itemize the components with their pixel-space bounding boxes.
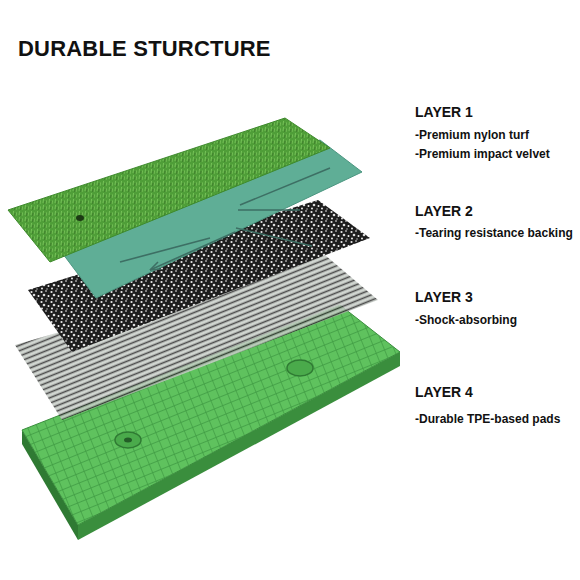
turf-layer	[8, 118, 330, 262]
diagram-title: DURABLE STURCTURE	[18, 36, 271, 62]
layer-heading: LAYER 3	[415, 289, 473, 305]
layer-heading: LAYER 2	[415, 203, 473, 219]
layer-feature: -Shock-absorbing	[415, 313, 517, 327]
layer-feature: -Premium impact velvet	[415, 147, 550, 161]
layer-feature: -Durable TPE-based pads	[415, 412, 560, 426]
layer-heading: LAYER 4	[415, 384, 473, 400]
layer-feature: -Premium nylon turf	[415, 128, 529, 142]
layer-feature: -Tearing resistance backing	[415, 226, 573, 240]
layer-heading: LAYER 1	[415, 104, 473, 120]
